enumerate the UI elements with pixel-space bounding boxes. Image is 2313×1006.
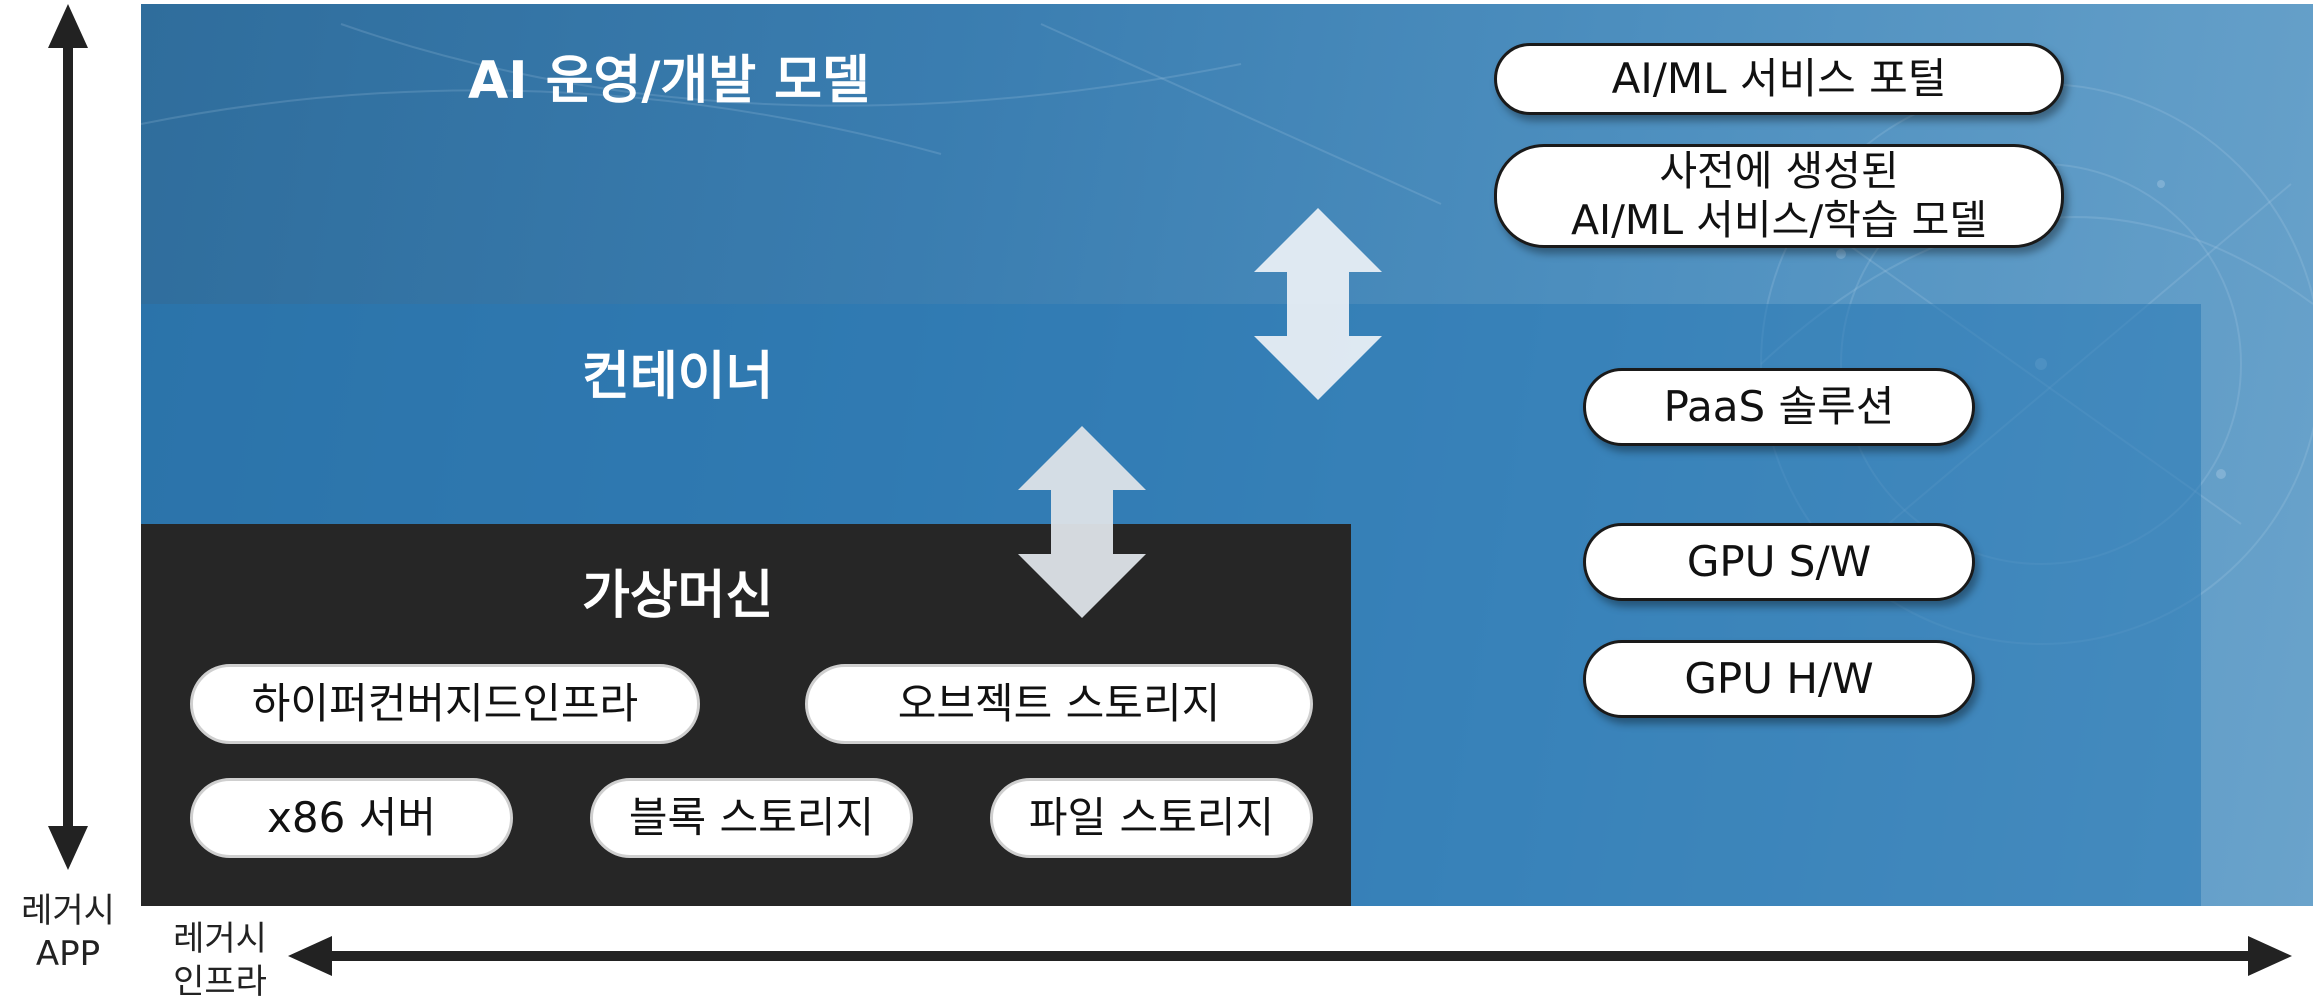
vertical-axis-label: 레거시 APP [8, 890, 128, 975]
hci-label: 하이퍼컨버지드인프라 [251, 678, 639, 728]
object-storage-pill: 오브젝트 스토리지 [805, 664, 1313, 744]
ai-ml-portal-label: AI/ML 서비스 포털 [1611, 53, 1947, 103]
horizontal-axis-label-line2: 인프라 [173, 961, 267, 1002]
paas-solution-pill: PaaS 솔루션 [1583, 368, 1975, 446]
pretrained-line1: 사전에 생성된 [1659, 146, 1899, 195]
horizontal-axis-label: 레거시 인프라 [152, 918, 288, 1003]
x86-server-pill: x86 서버 [190, 778, 513, 858]
container-vm-double-arrow [1018, 426, 1146, 618]
gpu-sw-pill: GPU S/W [1583, 523, 1975, 601]
ai-container-double-arrow [1254, 208, 1382, 400]
block-storage-pill: 블록 스토리지 [590, 778, 913, 858]
gpu-hw-label: GPU H/W [1684, 653, 1874, 703]
object-storage-label: 오브젝트 스토리지 [897, 678, 1221, 728]
horizontal-axis-arrow [288, 936, 2292, 976]
hci-pill: 하이퍼컨버지드인프라 [190, 664, 700, 744]
x86-server-label: x86 서버 [267, 792, 436, 842]
vertical-axis-label-line2: APP [35, 933, 101, 974]
gpu-sw-label: GPU S/W [1686, 536, 1872, 586]
ai-ml-portal-pill: AI/ML 서비스 포털 [1494, 43, 2064, 115]
vertical-axis-label-line1: 레거시 [21, 891, 115, 931]
gpu-hw-pill: GPU H/W [1583, 640, 1975, 718]
vertical-axis-arrow [48, 4, 88, 870]
vm-section-title: 가상머신 [582, 566, 774, 626]
ai-section-title: AI 운영/개발 모델 [468, 51, 870, 111]
file-storage-pill: 파일 스토리지 [990, 778, 1313, 858]
horizontal-axis-label-line1: 레거시 [173, 919, 267, 959]
paas-label: PaaS 솔루션 [1663, 381, 1895, 431]
pretrained-line2: AI/ML 서비스/학습 모델 [1570, 196, 1988, 244]
container-section-title: 컨테이너 [582, 347, 774, 407]
pretrained-models-pill: 사전에 생성된 AI/ML 서비스/학습 모델 [1494, 144, 2064, 248]
file-storage-label: 파일 스토리지 [1028, 792, 1275, 842]
block-storage-label: 블록 스토리지 [628, 792, 875, 842]
